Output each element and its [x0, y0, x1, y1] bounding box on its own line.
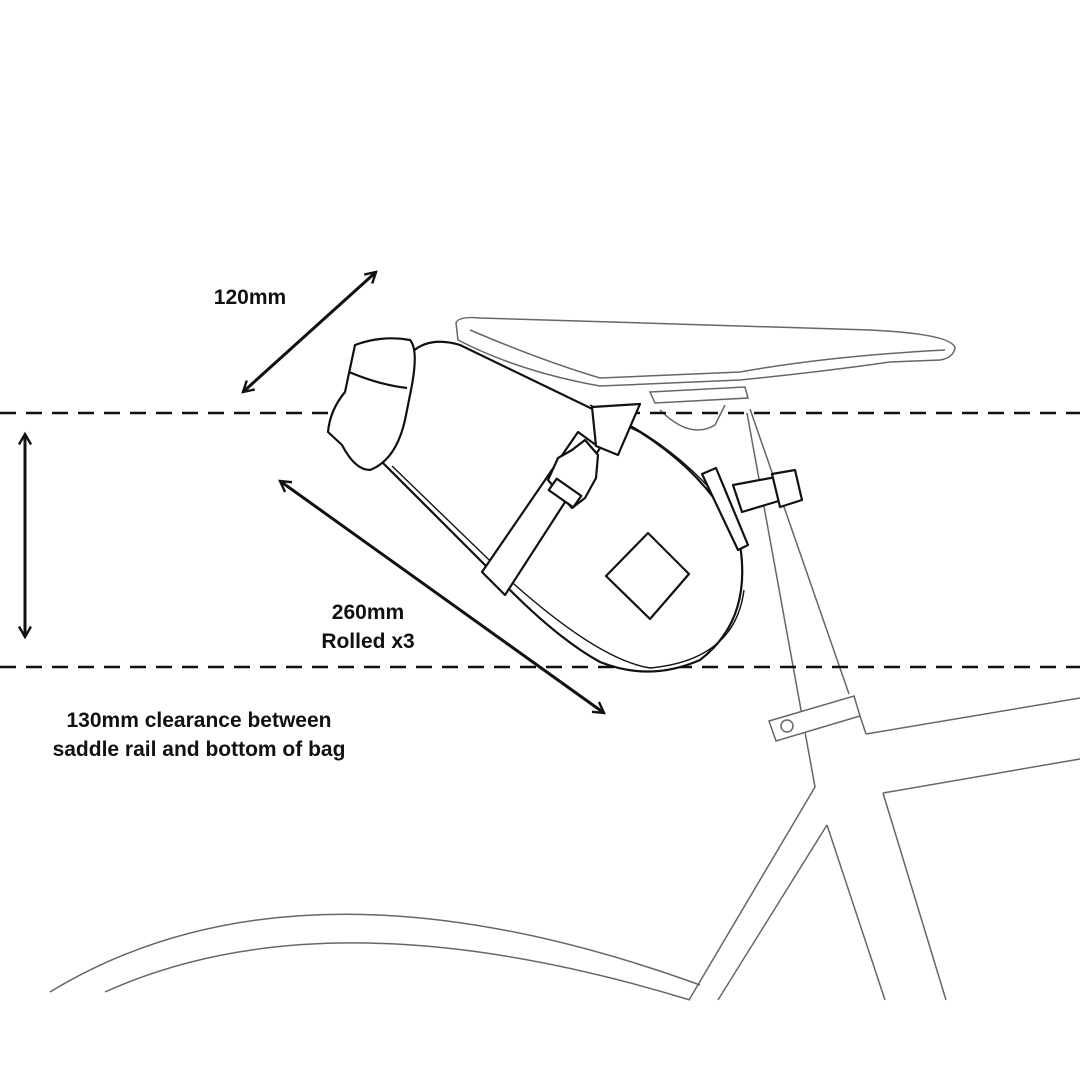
saddle: [455, 316, 956, 431]
bike-frame: [688, 408, 1080, 1001]
rear-wheel: [49, 913, 701, 1001]
dimension-arrows: [17, 270, 606, 715]
bag-height-label: 120mm: [213, 286, 287, 309]
clearance-label-line2: saddle rail and bottom of bag: [52, 738, 346, 761]
bag-length-label: 260mm: [331, 601, 405, 624]
seatpost-clamp: [768, 695, 861, 742]
seatpost-strap: [700, 466, 750, 552]
length-arrow: [278, 479, 606, 715]
reference-lines: [0, 411, 1080, 669]
seatpost-strap-buckle: [770, 468, 804, 509]
bag-logo-patch: [604, 531, 691, 621]
clearance-label-line1: 130mm clearance between: [66, 709, 332, 732]
bag-length-note: Rolled x3: [321, 630, 415, 653]
height-arrow: [241, 270, 378, 394]
